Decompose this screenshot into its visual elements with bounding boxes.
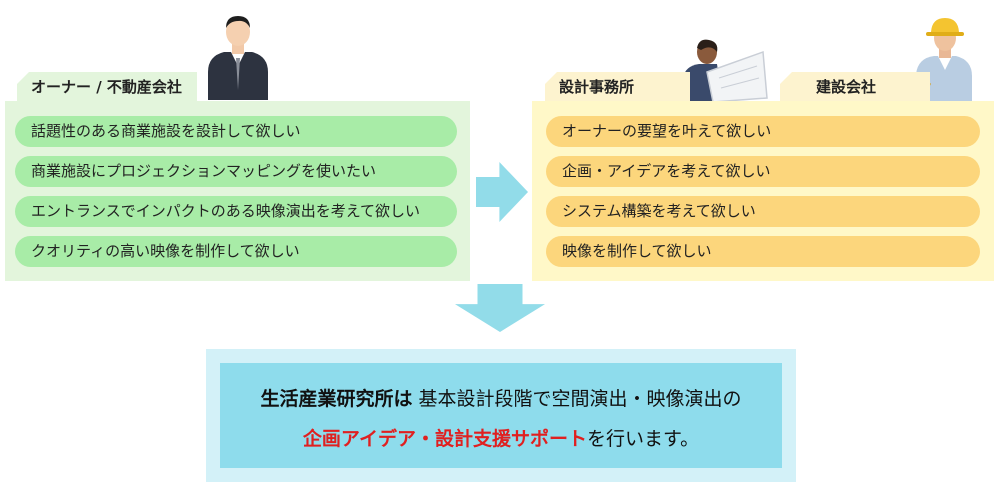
owner-request-item: エントランスでインパクトのある映像演出を考えて欲しい <box>15 196 457 227</box>
owner-request-item: 話題性のある商業施設を設計して欲しい <box>15 116 457 147</box>
service-highlight: 企画アイデア・設計支援サポート <box>302 428 587 450</box>
company-name: 生活産業研究所は <box>260 388 413 410</box>
owner-tab-label: オーナー / 不動産会社 <box>31 78 182 96</box>
summary-line-2-text: を行います。 <box>586 428 700 450</box>
design-office-tab-label: 設計事務所 <box>559 78 635 96</box>
summary-line-1-text: 基本設計段階で空間演出・映像演出の <box>418 388 742 410</box>
construction-company-tab: 建設会社 <box>780 72 930 102</box>
owner-request-item: クオリティの高い映像を制作して欲しい <box>15 236 457 267</box>
arrow-down-icon <box>455 284 545 332</box>
owner-tab: オーナー / 不動産会社 <box>17 72 197 102</box>
professional-request-item: 企画・アイデアを考えて欲しい <box>546 156 980 187</box>
businessman-illustration <box>208 16 268 100</box>
summary-line-1: 生活産業研究所は 基本設計段階で空間演出・映像演出の <box>220 384 782 411</box>
professional-request-item: オーナーの要望を叶えて欲しい <box>546 116 980 147</box>
summary-line-2: 企画アイデア・設計支援サポートを行います。 <box>220 424 782 451</box>
design-office-tab: 設計事務所 <box>545 72 690 102</box>
arrow-right-icon <box>476 162 528 222</box>
owner-request-item: 商業施設にプロジェクションマッピングを使いたい <box>15 156 457 187</box>
professional-request-item: 映像を制作して欲しい <box>546 236 980 267</box>
construction-company-tab-label: 建設会社 <box>816 78 877 96</box>
architect-with-blueprint-illustration <box>681 39 768 104</box>
professional-request-item: システム構築を考えて欲しい <box>546 196 980 227</box>
summary-box <box>220 363 782 468</box>
